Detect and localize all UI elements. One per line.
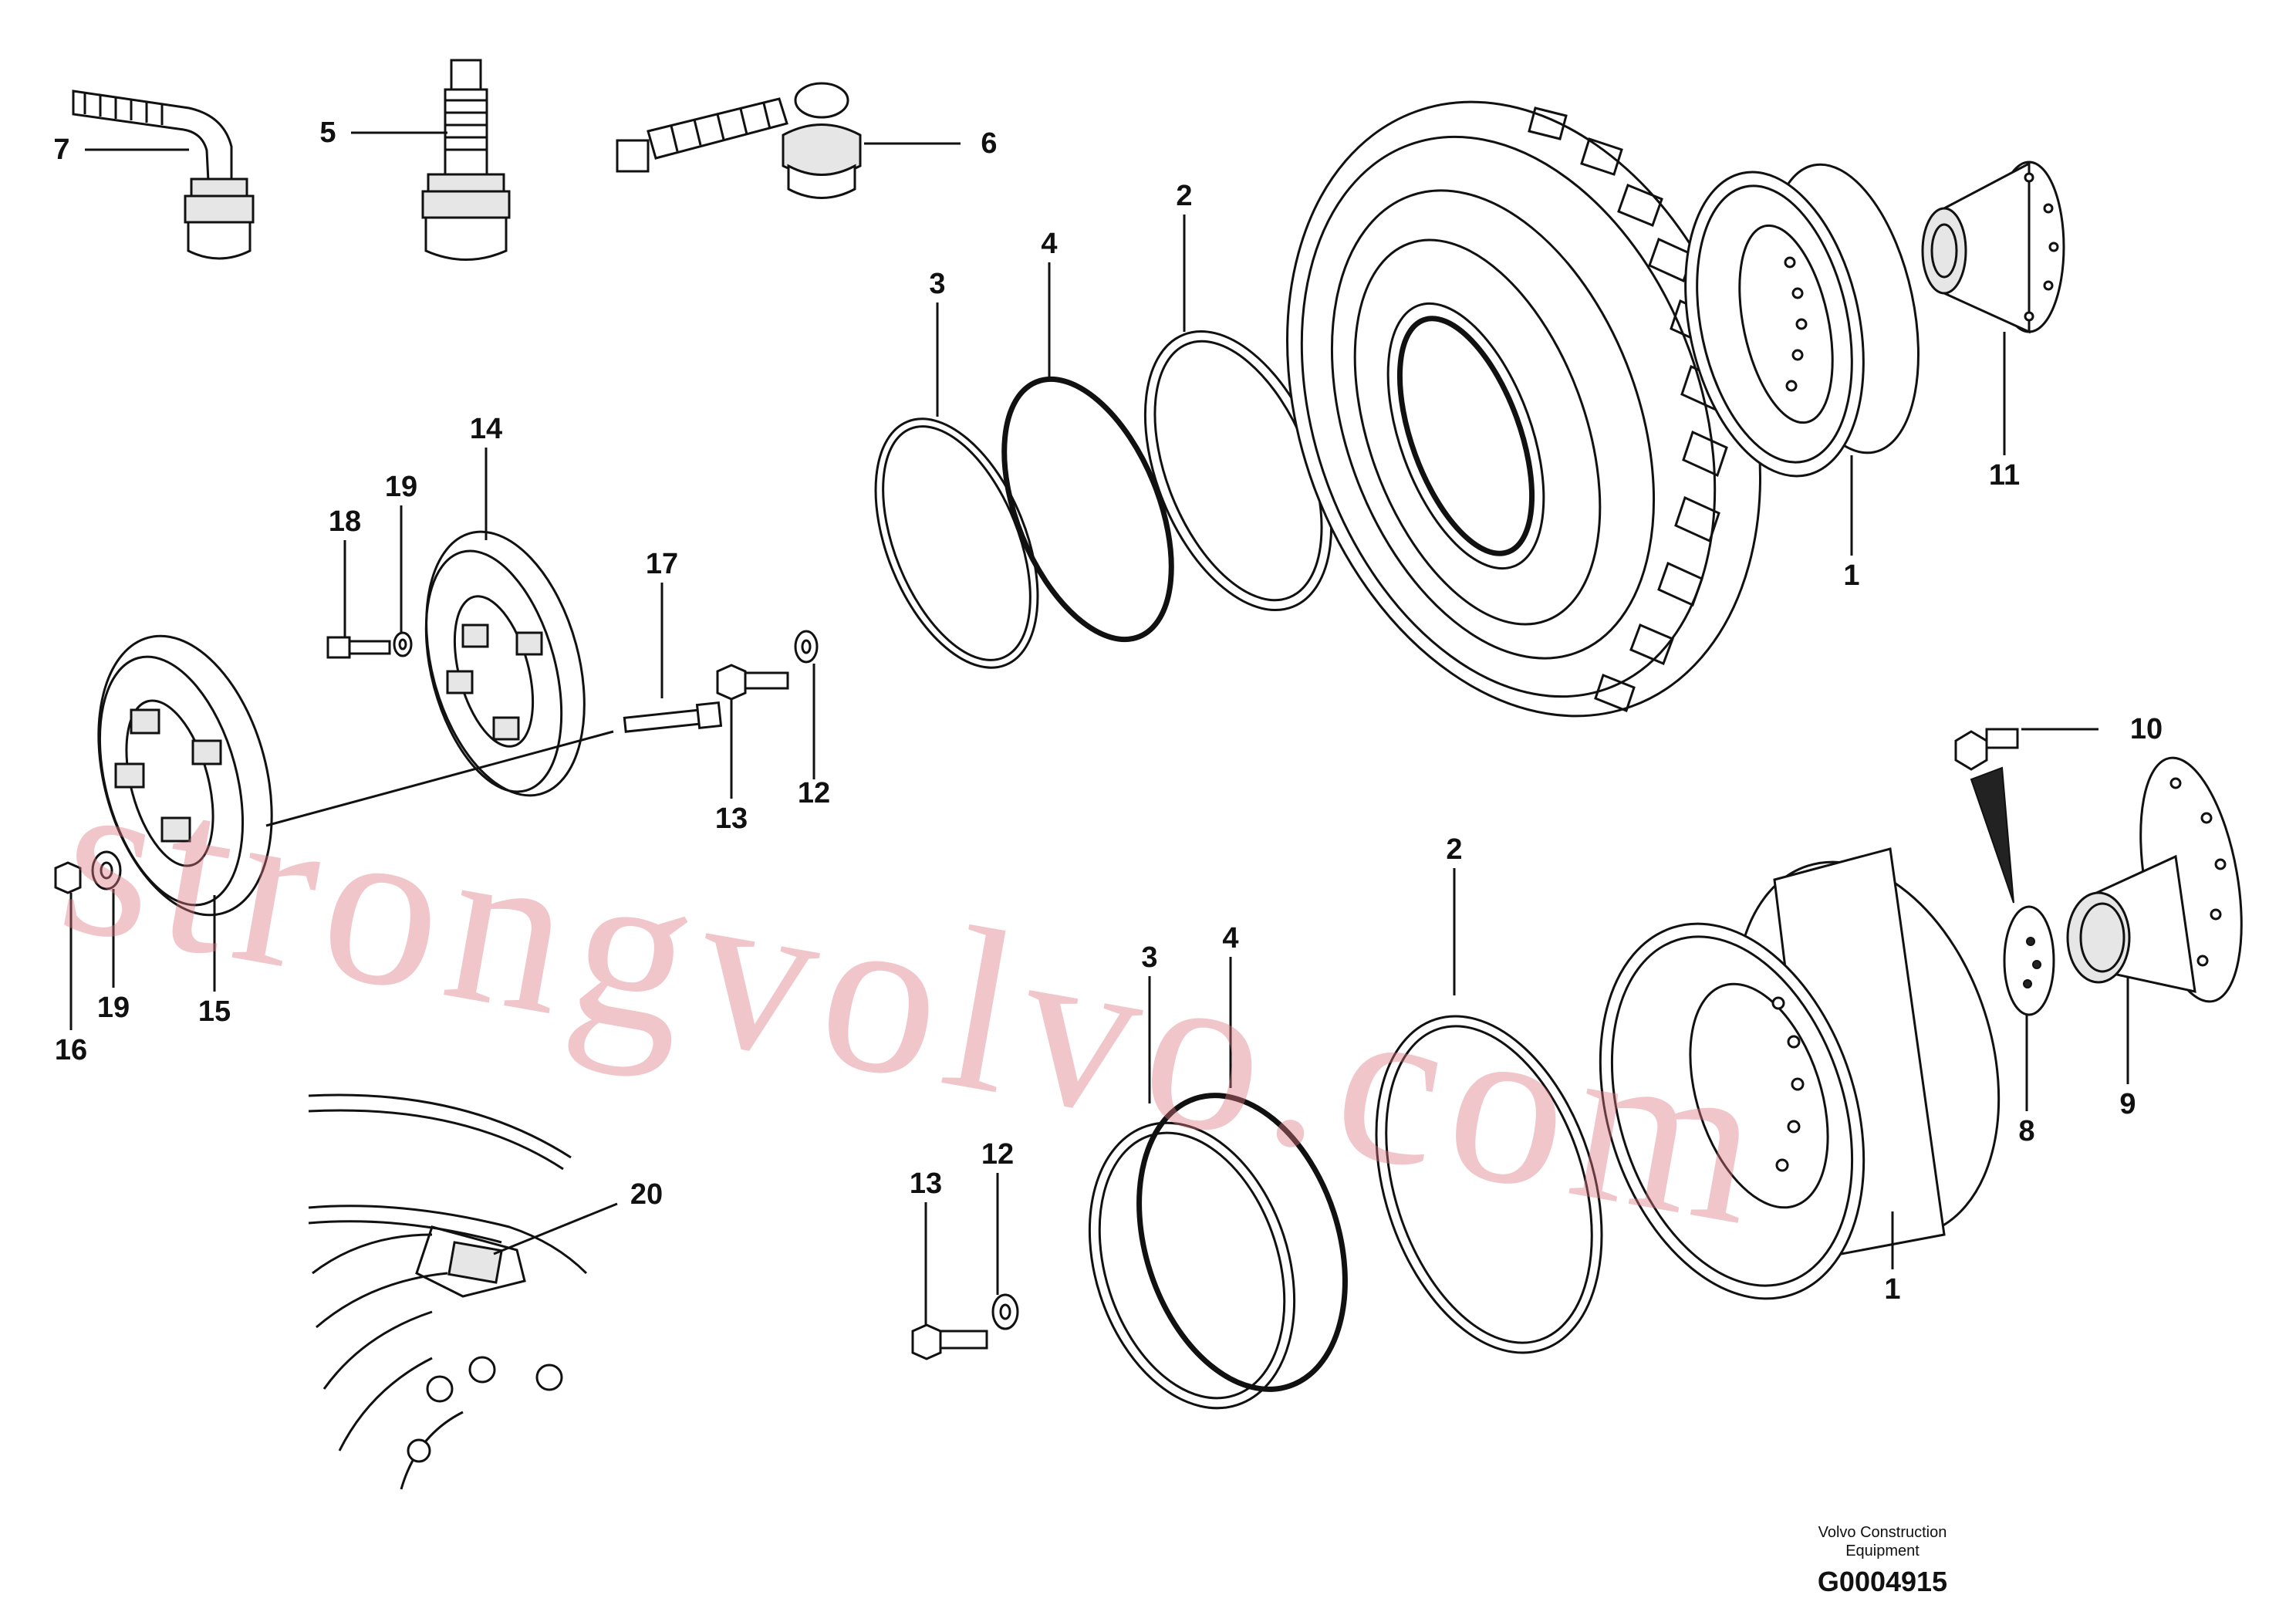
grease-nipple-part-10 xyxy=(1954,728,2019,771)
footer-company-line1: Volvo Construction xyxy=(1818,1524,1947,1541)
tyre-part xyxy=(1286,100,1761,718)
callout-20: 20 xyxy=(630,1178,663,1211)
arrow-icon xyxy=(1970,766,2014,904)
bolt-part-18 xyxy=(326,636,391,659)
washer-part-12-bottom xyxy=(991,1293,1019,1330)
lock-ring-part-3-top xyxy=(874,417,1039,669)
callout-16: 16 xyxy=(55,1034,87,1066)
callout-19-top: 19 xyxy=(385,471,417,503)
lock-ring-part-3-bottom xyxy=(1088,1121,1296,1410)
rim-part-1-top xyxy=(1684,163,1920,478)
callout-4-bottom: 4 xyxy=(1222,922,1238,955)
washer-part-12-top xyxy=(794,630,819,664)
o-ring-part-4-bottom xyxy=(1136,1093,1348,1392)
callout-9: 9 xyxy=(2119,1088,2136,1120)
guard-plate-part-14 xyxy=(424,530,586,797)
callout-15: 15 xyxy=(198,995,231,1028)
callout-14: 14 xyxy=(470,413,502,445)
callout-4-top: 4 xyxy=(1041,228,1057,260)
rim-part-1-bottom xyxy=(1599,847,2001,1300)
rim-detail-part-20 xyxy=(308,1093,588,1490)
callout-19-bottom: 19 xyxy=(97,992,130,1024)
washer-part-19-top xyxy=(393,631,413,657)
callout-13-top: 13 xyxy=(715,803,748,835)
callout-17: 17 xyxy=(646,548,678,580)
callout-2-top: 2 xyxy=(1176,180,1192,212)
footer-company-line2: Equipment xyxy=(1845,1543,1920,1559)
callout-12-top: 12 xyxy=(798,777,830,809)
callout-5: 5 xyxy=(319,117,336,149)
callout-8: 8 xyxy=(2018,1115,2034,1147)
callout-1-bottom: 1 xyxy=(1884,1273,1900,1306)
side-ring-part-2-bottom xyxy=(1375,1015,1603,1354)
callout-13-bottom: 13 xyxy=(910,1168,942,1200)
cover-plate-part-8 xyxy=(2003,905,2055,1016)
callout-2-bottom: 2 xyxy=(1446,833,1462,866)
bolt-part-13-bottom xyxy=(911,1323,988,1360)
callout-3-top: 3 xyxy=(929,268,945,300)
hub-part-9 xyxy=(2066,756,2243,1003)
bolt-part-17 xyxy=(623,701,723,733)
callout-12-bottom: 12 xyxy=(981,1138,1014,1171)
nut-part-16 xyxy=(54,861,82,894)
valve-part-6 xyxy=(616,82,862,199)
callout-6: 6 xyxy=(981,127,997,160)
valve-part-7 xyxy=(72,90,255,260)
callout-1-top: 1 xyxy=(1843,559,1859,592)
bolt-part-13-top xyxy=(716,664,789,701)
washer-part-19-bottom xyxy=(91,850,122,890)
footer-drawing-code: G0004915 xyxy=(1818,1566,1947,1597)
callout-18: 18 xyxy=(329,505,361,538)
o-ring-part-4-top xyxy=(1001,376,1174,643)
callout-7: 7 xyxy=(53,133,69,166)
hub-part-11 xyxy=(1921,161,2065,334)
callout-10: 10 xyxy=(2130,713,2163,745)
callout-11: 11 xyxy=(1989,459,2020,492)
leader-lines xyxy=(69,131,2129,1325)
valve-part-5 xyxy=(421,59,511,261)
guard-plate-part-15 xyxy=(97,634,273,917)
callout-3-bottom: 3 xyxy=(1141,941,1157,974)
